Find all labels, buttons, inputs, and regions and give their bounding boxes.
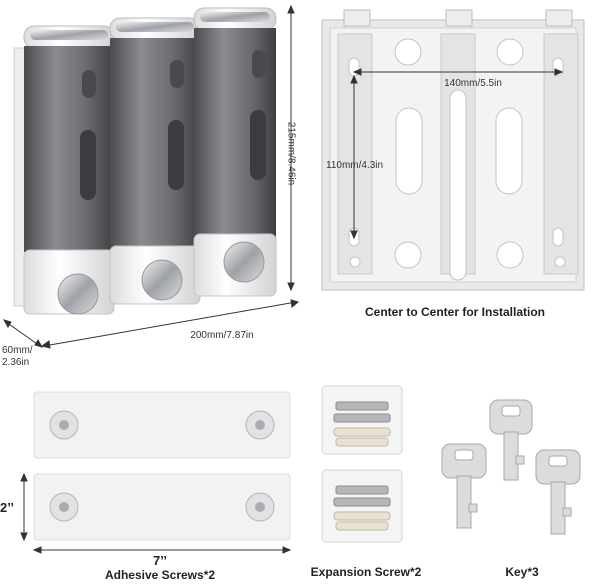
key-2 bbox=[441, 443, 487, 529]
dispenser-depth-label: 60mm/ 2.36in bbox=[2, 345, 33, 368]
mounting-bracket bbox=[321, 9, 585, 291]
bracket-caption: Center to Center for Installation bbox=[364, 305, 546, 319]
expansion-caption: Expansion Screw*2 bbox=[310, 565, 422, 579]
adhesive-pad-2 bbox=[33, 473, 291, 541]
screw-bag-2 bbox=[321, 469, 403, 543]
adhesive-height-label: 2’’ bbox=[0, 500, 14, 515]
dispenser-unit-2 bbox=[109, 17, 201, 305]
bracket-horizontal-label: 140mm/5.5in bbox=[444, 78, 502, 89]
screw-bag-1 bbox=[321, 385, 403, 455]
adhesive-caption: Adhesive Screws*2 bbox=[104, 568, 216, 582]
dispenser-height-label: 215mm/8.46in bbox=[285, 121, 297, 186]
adhesive-pad-1 bbox=[33, 391, 291, 459]
adhesive-width-label: 7’’ bbox=[153, 553, 167, 568]
keys-caption: Key*3 bbox=[505, 565, 539, 579]
dispenser-unit-1 bbox=[23, 25, 115, 315]
bracket-vertical-label: 110mm/4.3in bbox=[326, 160, 384, 171]
dispenser-unit-3 bbox=[193, 7, 277, 297]
key-3 bbox=[535, 449, 581, 535]
key-1 bbox=[489, 399, 533, 481]
dispenser-width-label: 200mm/7.87in bbox=[190, 330, 254, 341]
